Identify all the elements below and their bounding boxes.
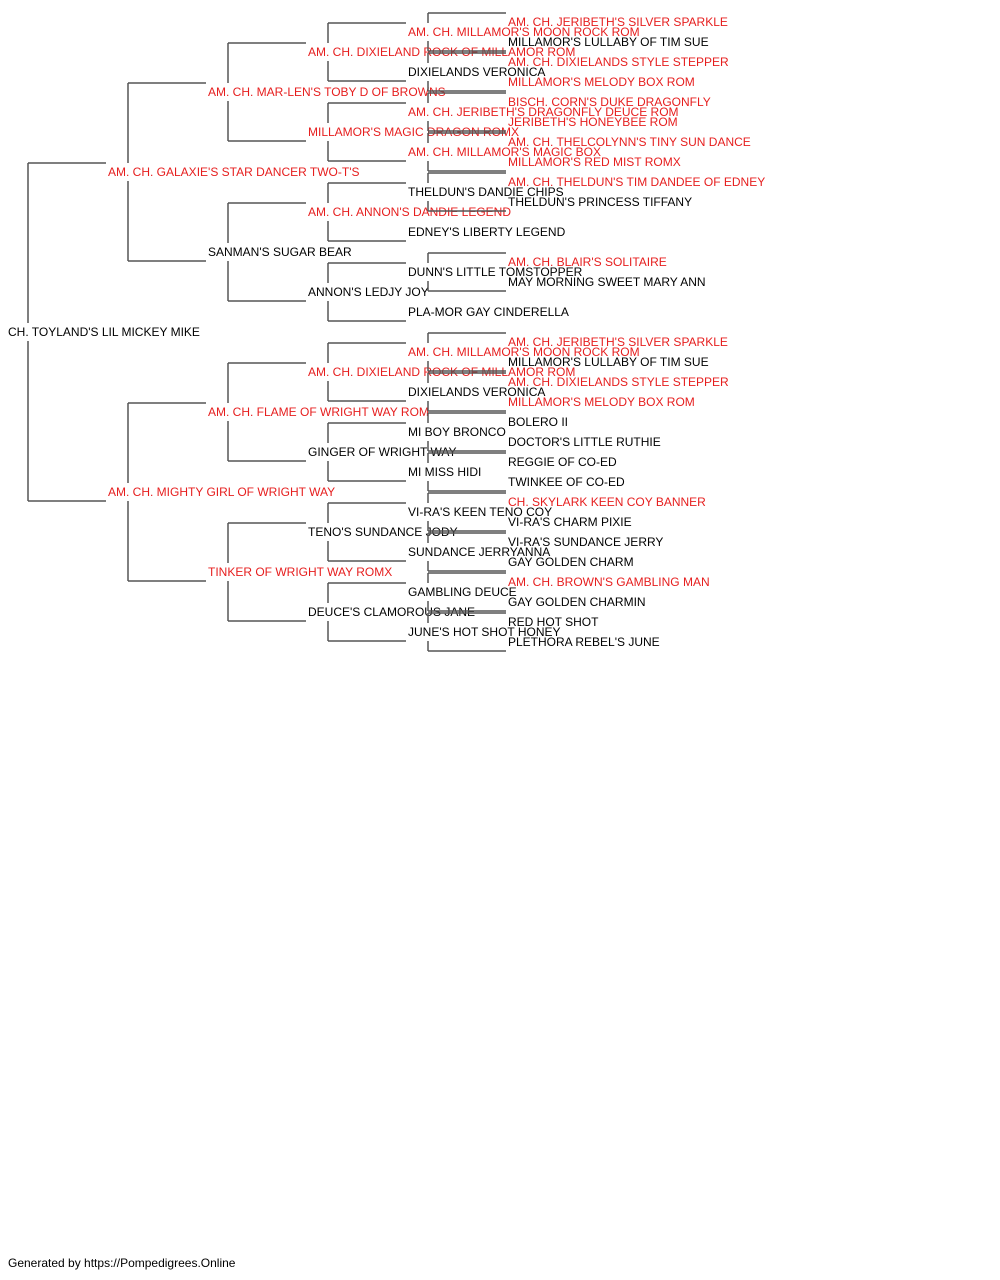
dog-name: DOCTOR'S LITTLE RUTHIE — [508, 435, 661, 449]
dog-name: DIXIELANDS VERONICA — [408, 65, 545, 79]
dog-name: AM. CH. THELCOLYNN'S TINY SUN DANCE — [508, 135, 751, 149]
dog-name: TWINKEE OF CO-ED — [508, 475, 625, 489]
dog-name: AM. CH. MILLAMOR'S MOON ROCK ROM — [408, 345, 640, 359]
dog-name: SANMAN'S SUGAR BEAR — [208, 245, 352, 259]
dog-name: GAY GOLDEN CHARM — [508, 555, 634, 569]
dog-name: CH. TOYLAND'S LIL MICKEY MIKE — [8, 325, 200, 339]
dog-name: CH. SKYLARK KEEN COY BANNER — [508, 495, 706, 509]
dog-name: REGGIE OF CO-ED — [508, 455, 617, 469]
dog-name: ANNON'S LEDJY JOY — [308, 285, 429, 299]
dog-name: AM. CH. MIGHTY GIRL OF WRIGHT WAY — [108, 485, 335, 499]
dog-name: MILLAMOR'S LULLABY OF TIM SUE — [508, 355, 709, 369]
dog-name: AM. CH. GALAXIE'S STAR DANCER TWO-T'S — [108, 165, 360, 179]
dog-name: MILLAMOR'S MELODY BOX ROM — [508, 395, 695, 409]
dog-name: AM. CH. DIXIELANDS STYLE STEPPER — [508, 375, 729, 389]
dog-name: AM. CH. JERIBETH'S DRAGONFLY DEUCE ROM — [408, 105, 679, 119]
dog-name: THELDUN'S PRINCESS TIFFANY — [508, 195, 692, 209]
dog-name: AM. CH. MAR-LEN'S TOBY D OF BROWNS — [208, 85, 446, 99]
dog-name: AM. CH. THELDUN'S TIM DANDEE OF EDNEY — [508, 175, 765, 189]
dog-name: GINGER OF WRIGHT WAY — [308, 445, 456, 459]
dog-name: AM. CH. MILLAMOR'S MOON ROCK ROM — [408, 25, 640, 39]
dog-name: TINKER OF WRIGHT WAY ROMX — [208, 565, 392, 579]
dog-name: VI-RA'S SUNDANCE JERRY — [508, 535, 663, 549]
dog-name: THELDUN'S DANDIE CHIPS — [408, 185, 564, 199]
dog-name: EDNEY'S LIBERTY LEGEND — [408, 225, 566, 239]
dog-name: DIXIELANDS VERONICA — [408, 385, 545, 399]
dog-name: GAMBLING DEUCE — [408, 585, 517, 599]
dog-name: MAY MORNING SWEET MARY ANN — [508, 275, 706, 289]
dog-name: MILLAMOR'S LULLABY OF TIM SUE — [508, 35, 709, 49]
dog-name: AM. CH. BROWN'S GAMBLING MAN — [508, 575, 710, 589]
dog-name: MILLAMOR'S MAGIC DRAGON ROMX — [308, 125, 519, 139]
dog-name: JERIBETH'S HONEYBEE ROM — [508, 115, 678, 129]
dog-name: TENO'S SUNDANCE JODY — [308, 525, 458, 539]
dog-name: AM. CH. BLAIR'S SOLITAIRE — [508, 255, 667, 269]
dog-name: MILLAMOR'S RED MIST ROMX — [508, 155, 681, 169]
dog-name: MI MISS HIDI — [408, 465, 481, 479]
dog-name: AM. CH. DIXIELANDS STYLE STEPPER — [508, 55, 729, 69]
dog-name: AM. CH. DIXIELAND ROCK OF MILLAMOR ROM — [308, 365, 575, 379]
dog-name: BOLERO II — [508, 415, 568, 429]
dog-name: RED HOT SHOT — [508, 615, 599, 629]
dog-name: MI BOY BRONCO — [408, 425, 506, 439]
dog-name: DUNN'S LITTLE TOMSTOPPER — [408, 265, 583, 279]
dog-name: DEUCE'S CLAMOROUS JANE — [308, 605, 475, 619]
dog-name: JUNE'S HOT SHOT HONEY — [408, 625, 561, 639]
dog-name: BISCH. CORN'S DUKE DRAGONFLY — [508, 95, 711, 109]
dog-name: AM. CH. JERIBETH'S SILVER SPARKLE — [508, 335, 728, 349]
dog-name: PLA-MOR GAY CINDERELLA — [408, 305, 569, 319]
dog-name: MILLAMOR'S MELODY BOX ROM — [508, 75, 695, 89]
dog-name: PLETHORA REBEL'S JUNE — [508, 635, 660, 649]
dog-name: AM. CH. MILLAMOR'S MAGIC BOX — [408, 145, 601, 159]
dog-name: VI-RA'S CHARM PIXIE — [508, 515, 632, 529]
dog-name: VI-RA'S KEEN TENO COY — [408, 505, 552, 519]
dog-name: AM. CH. JERIBETH'S SILVER SPARKLE — [508, 15, 728, 29]
dog-name: AM. CH. ANNON'S DANDIE LEGEND — [308, 205, 511, 219]
dog-name: GAY GOLDEN CHARMIN — [508, 595, 646, 609]
dog-name: SUNDANCE JERRYANNA — [408, 545, 550, 559]
footer-credit: Generated by https://Pompedigrees.Online — [8, 1256, 236, 1270]
dog-name: AM. CH. FLAME OF WRIGHT WAY ROM — [208, 405, 429, 419]
dog-name: AM. CH. DIXIELAND ROCK OF MILLAMOR ROM — [308, 45, 575, 59]
